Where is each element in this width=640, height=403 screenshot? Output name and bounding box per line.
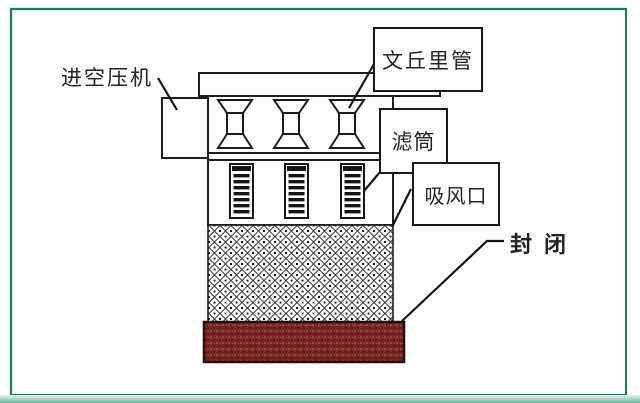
compressor-label: 进空压机: [61, 66, 153, 90]
air-inlet-label: 吸风口: [424, 185, 488, 208]
pointer-line-sealed: [401, 239, 504, 322]
venturi-label: 文丘里管: [382, 48, 474, 73]
venturi-tube-2: [272, 99, 310, 149]
mesh-air-inlet-screen: [207, 224, 394, 323]
filter-cartridge-2: [284, 163, 309, 219]
venturi-tube-3: [328, 99, 366, 149]
sealed-base-pad: [202, 320, 406, 364]
filter-cartridges: [229, 163, 365, 219]
pointer-line-inlet: [391, 188, 412, 228]
pointer-line-venturi: [348, 63, 375, 109]
pointer-line-filter: [363, 171, 381, 192]
bottom-teal-bar: [0, 395, 640, 403]
venturi-label-box: 文丘里管: [373, 27, 483, 92]
filter-label: 滤筒: [391, 130, 436, 154]
filter-cartridge-1: [229, 163, 254, 219]
air-inlet-label-box: 吸风口: [412, 162, 500, 226]
filter-cartridge-3: [340, 163, 365, 219]
venturi-tube-1: [216, 99, 254, 149]
sealed-label: 封闭: [510, 232, 579, 257]
compressor-outlet-box: [161, 97, 209, 159]
pointer-line-compressor: [157, 77, 178, 111]
